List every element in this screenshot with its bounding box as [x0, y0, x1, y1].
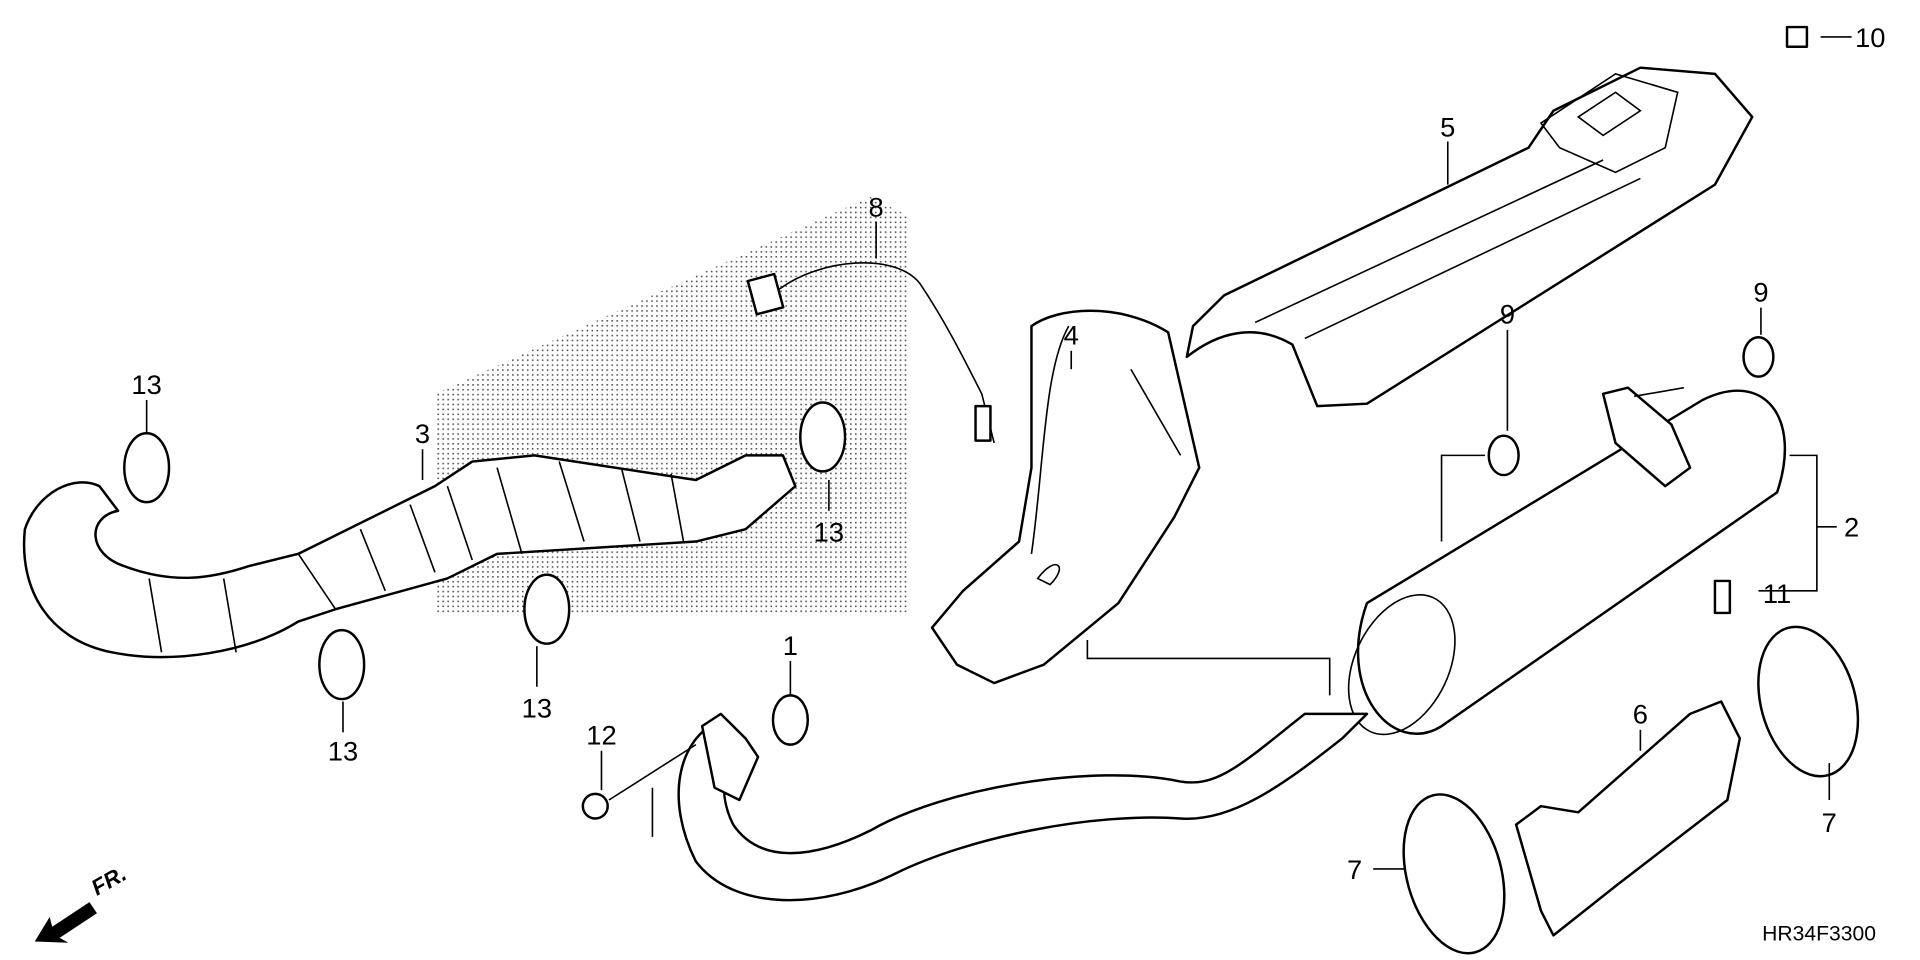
part-7-band-a[interactable] — [1387, 783, 1521, 960]
part-exhaust-pipe[interactable] — [677, 712, 1369, 902]
part-7-band-b[interactable] — [1743, 616, 1874, 788]
leader-lines — [145, 36, 1852, 870]
diagram-code: HR34F3300 — [1762, 922, 1876, 945]
callout-7b: 7 — [1822, 807, 1837, 838]
callout-2: 2 — [1844, 512, 1859, 543]
part-13-clamp-b[interactable] — [799, 401, 847, 473]
callout-11: 11 — [1763, 578, 1791, 609]
part-9-grommet-b[interactable] — [1487, 434, 1520, 477]
part-9-grommet-a[interactable] — [1742, 336, 1775, 378]
part-4-exhaust-pipe-protector[interactable] — [930, 309, 1201, 685]
part-8-o2-sensor[interactable] — [746, 262, 995, 444]
callout-6: 6 — [1633, 699, 1648, 730]
front-arrow-icon — [34, 902, 97, 943]
part-2-muffler[interactable] — [1327, 386, 1787, 752]
part-12-nut[interactable] — [581, 792, 609, 820]
callout-13b: 13 — [814, 517, 844, 548]
callout-3: 3 — [415, 418, 430, 449]
callout-7a: 7 — [1347, 854, 1362, 885]
callout-13c: 13 — [522, 693, 552, 724]
callout-8: 8 — [869, 192, 884, 223]
front-label: FR. — [87, 861, 131, 900]
callout-12: 12 — [586, 720, 616, 751]
part-5-muffler-protector[interactable] — [1185, 66, 1754, 408]
callout-10: 10 — [1855, 22, 1885, 53]
callout-5: 5 — [1440, 112, 1455, 143]
part-10-bolt[interactable] — [1785, 25, 1809, 48]
callout-1: 1 — [783, 630, 798, 661]
callout-13a: 13 — [131, 369, 161, 400]
callout-4: 4 — [1064, 320, 1079, 351]
callout-9b: 9 — [1500, 299, 1515, 330]
part-13-clamp-c[interactable] — [523, 573, 571, 645]
callout-9a: 9 — [1753, 277, 1768, 308]
part-6-muffler-protector[interactable] — [1514, 700, 1742, 937]
part-13-clamp-d[interactable] — [318, 628, 366, 701]
callout-13d: 13 — [328, 736, 358, 767]
front-direction-indicator: FR. — [34, 861, 131, 943]
part-3-exhaust-pipe-assembly[interactable] — [22, 454, 797, 659]
part-11-screw[interactable] — [1713, 579, 1732, 615]
part-1-gasket[interactable] — [771, 694, 810, 746]
part-13-clamp-a[interactable] — [123, 432, 171, 504]
